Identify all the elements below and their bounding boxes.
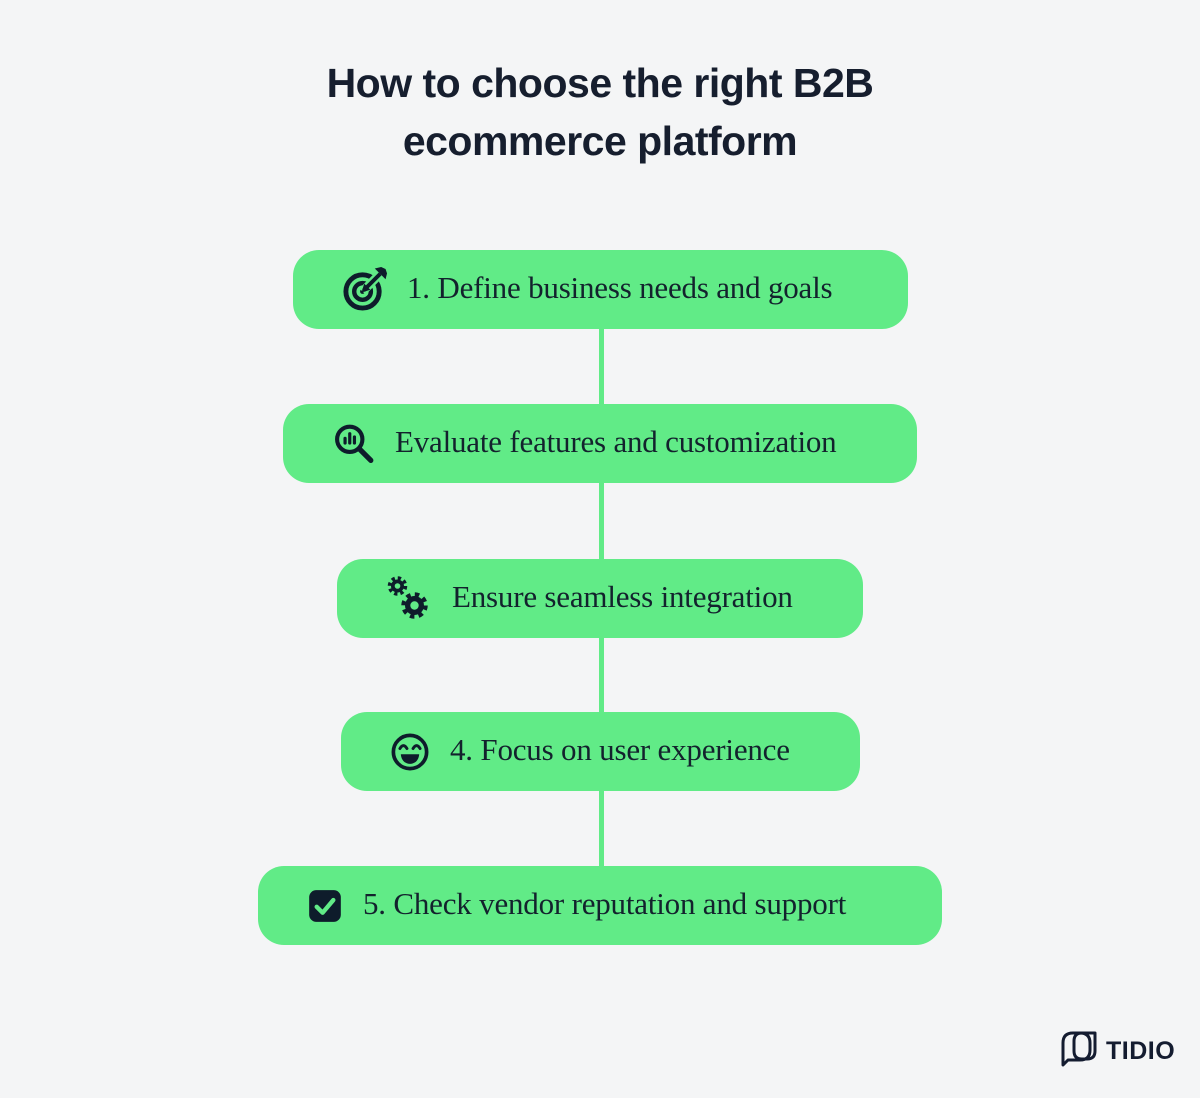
gears-icon: [385, 575, 433, 623]
title-line-1: How to choose the right B2B: [326, 60, 874, 106]
step-define-business-needs: 1. Define business needs and goals: [293, 250, 908, 329]
step-label: 4. Focus on user experience: [450, 732, 790, 767]
step-seamless-integration: Ensure seamless integration: [337, 559, 863, 638]
step-label: Evaluate features and customization: [395, 424, 837, 459]
step-label: 1. Define business needs and goals: [407, 270, 833, 305]
title-line-2: ecommerce platform: [402, 118, 798, 164]
step-label: 5. Check vendor reputation and support: [363, 886, 847, 921]
step-user-experience: 4. Focus on user experience: [341, 712, 860, 791]
step-label: Ensure seamless integration: [452, 579, 793, 614]
tidio-logo-icon: [1056, 1026, 1102, 1077]
tidio-logo: TIDIO: [1056, 1026, 1175, 1077]
page-title: How to choose the right B2B ecommerce pl…: [0, 54, 1200, 170]
step-evaluate-features: Evaluate features and customization: [283, 404, 917, 483]
target-dart-icon: [341, 266, 388, 313]
tidio-logo-text: TIDIO: [1106, 1037, 1176, 1065]
magnifier-chart-icon: [331, 421, 376, 466]
checkbox-checked-icon: [306, 887, 344, 925]
step-vendor-reputation: 5. Check vendor reputation and support: [258, 866, 942, 945]
smiley-icon: [389, 731, 431, 773]
